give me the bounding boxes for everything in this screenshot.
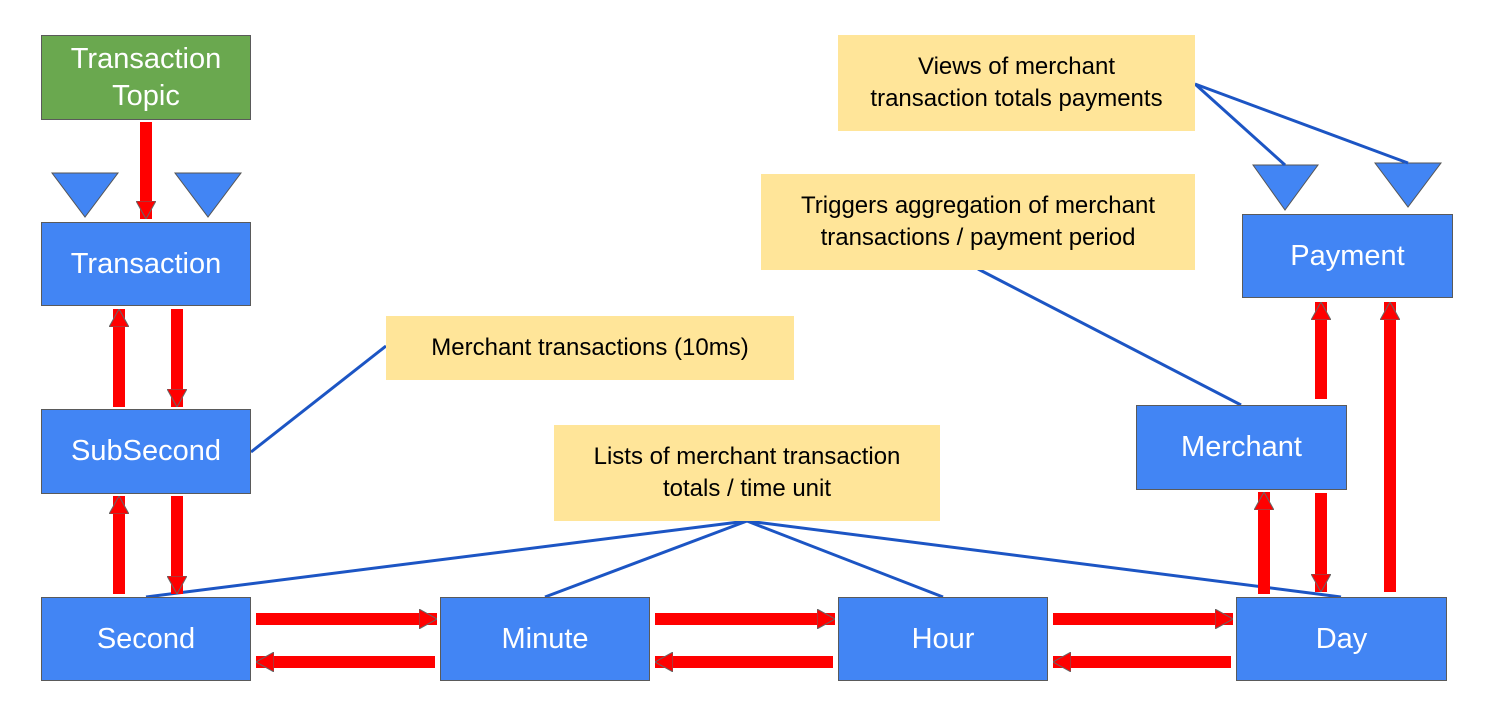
partition-marker-right (174, 172, 242, 218)
second-box: Second (41, 597, 251, 681)
connector-triggers-merchant (977, 267, 1242, 407)
hour-box: Hour (838, 597, 1048, 681)
connector-lists-hour (746, 519, 944, 599)
connector-lists-day (746, 519, 1342, 599)
connector-lists-minute (544, 519, 748, 599)
connector-views-payment-left (1193, 82, 1287, 167)
payment-marker-left (1252, 164, 1319, 211)
note-lists-of-totals: Lists of merchant transaction totals / t… (554, 425, 940, 521)
payment-marker-right (1374, 162, 1442, 208)
transaction-box: Transaction (41, 222, 251, 306)
note-merchant-transactions: Merchant transactions (10ms) (386, 316, 794, 380)
partition-marker-left (51, 172, 119, 218)
note-views-of-totals: Views of merchant transaction totals pay… (838, 35, 1195, 131)
payment-box: Payment (1242, 214, 1453, 298)
minute-box: Minute (440, 597, 650, 681)
connector-subsecond-note (250, 344, 387, 454)
connector-views-payment-right (1194, 82, 1409, 165)
day-box: Day (1236, 597, 1447, 681)
note-triggers-aggregation: Triggers aggregation of merchant transac… (761, 174, 1195, 270)
transaction-topic-box: Transaction Topic (41, 35, 251, 120)
subsecond-box: SubSecond (41, 409, 251, 494)
merchant-box: Merchant (1136, 405, 1347, 490)
connector-lists-second (145, 519, 748, 599)
